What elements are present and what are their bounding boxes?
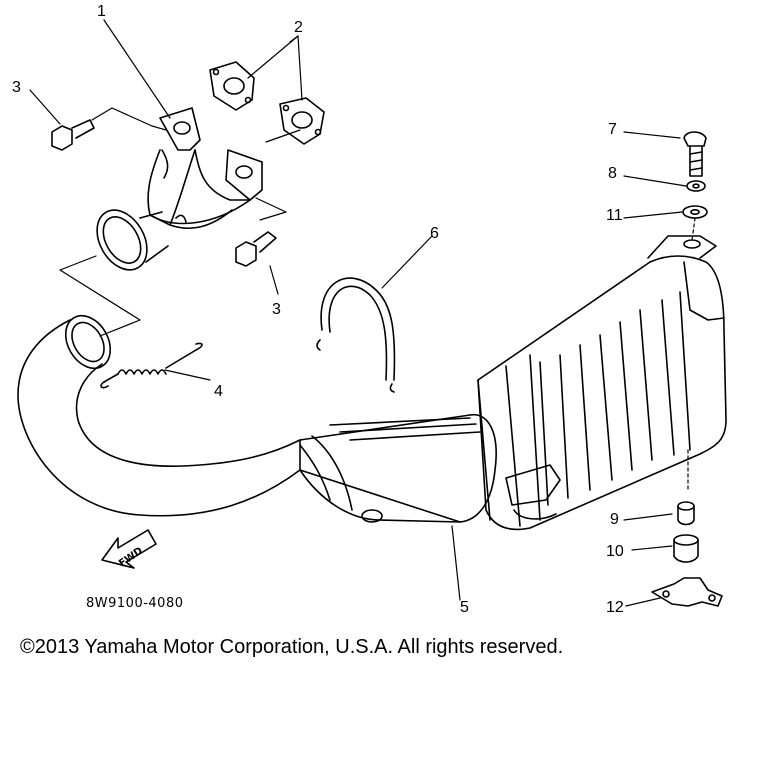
- damper-10: [674, 535, 698, 562]
- callout-11: 11: [606, 207, 623, 224]
- muffler: [478, 236, 726, 529]
- callout-6: 6: [430, 225, 439, 242]
- callout-10: 10: [606, 543, 624, 560]
- leader-lines: [30, 20, 695, 606]
- callout-4: 4: [214, 383, 223, 400]
- bracket-12: [652, 578, 722, 606]
- bolt-upper: [52, 120, 94, 150]
- washer-11: [683, 206, 707, 218]
- callout-8: 8: [608, 165, 617, 182]
- hose: [317, 278, 394, 392]
- washer-8: [687, 181, 705, 191]
- collar-9: [678, 502, 694, 525]
- callout-1: 1: [97, 3, 106, 20]
- spring: [101, 343, 202, 387]
- callout-3-lower: 3: [272, 301, 281, 318]
- callout-12: 12: [606, 599, 624, 616]
- gaskets: [210, 62, 324, 144]
- copyright-notice: ©2013 Yamaha Motor Corporation, U.S.A. A…: [20, 636, 564, 658]
- exhaust-manifold: [87, 108, 262, 279]
- callout-9: 9: [610, 511, 619, 528]
- diagram-code: 8W9100-4080: [86, 596, 184, 611]
- exhaust-pipe: [18, 308, 496, 522]
- callout-2: 2: [294, 19, 303, 36]
- fwd-arrow-icon: [102, 530, 156, 568]
- callout-7: 7: [608, 121, 617, 138]
- bolt-lower: [236, 232, 276, 266]
- callout-3-upper: 3: [12, 79, 21, 96]
- callout-5: 5: [460, 599, 469, 616]
- bolt-7: [684, 132, 706, 176]
